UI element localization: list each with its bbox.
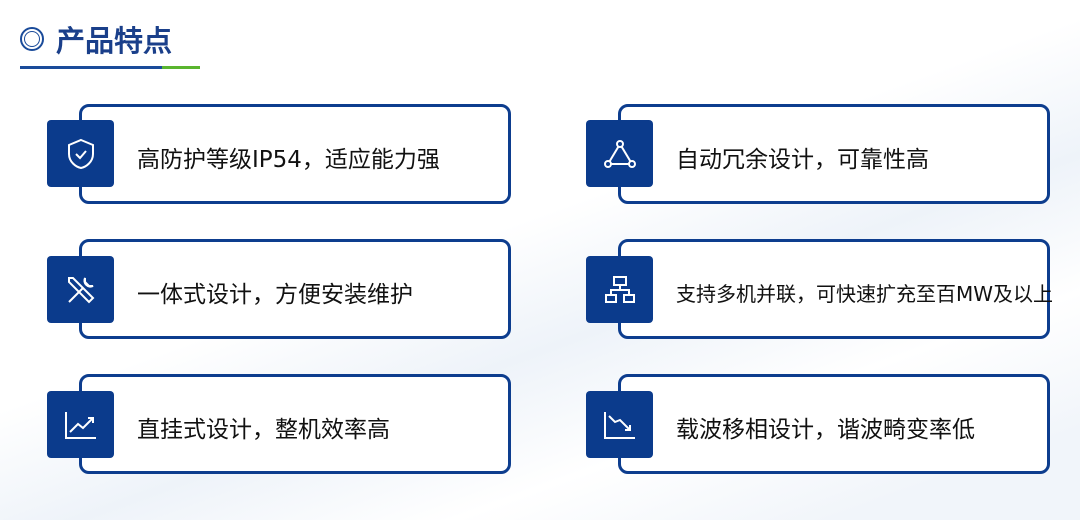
feature-text: 自动冗余设计，可靠性高 [676,147,929,173]
page-title: 产品特点 [56,24,173,58]
feature-text: 一体式设计，方便安装维护 [137,282,413,308]
feature-card [79,104,511,204]
hierarchy-icon [586,256,653,323]
chart-down-icon [586,391,653,458]
shield-check-icon [47,120,114,187]
tools-icon [47,256,114,323]
feature-text: 支持多机并联，可快速扩充至百MW及以上 [676,282,1054,306]
feature-card [79,239,511,339]
feature-text: 高防护等级IP54，适应能力强 [137,147,440,173]
circle-icon [20,27,44,51]
feature-card [618,104,1050,204]
triangle-nodes-icon [586,120,653,187]
feature-text: 载波移相设计，谐波畸变率低 [676,417,975,443]
feature-text: 直挂式设计，整机效率高 [137,417,390,443]
section-header: 产品特点 [20,18,172,60]
title-underline [20,66,165,69]
chart-up-icon [47,391,114,458]
title-underline-accent [162,66,200,69]
